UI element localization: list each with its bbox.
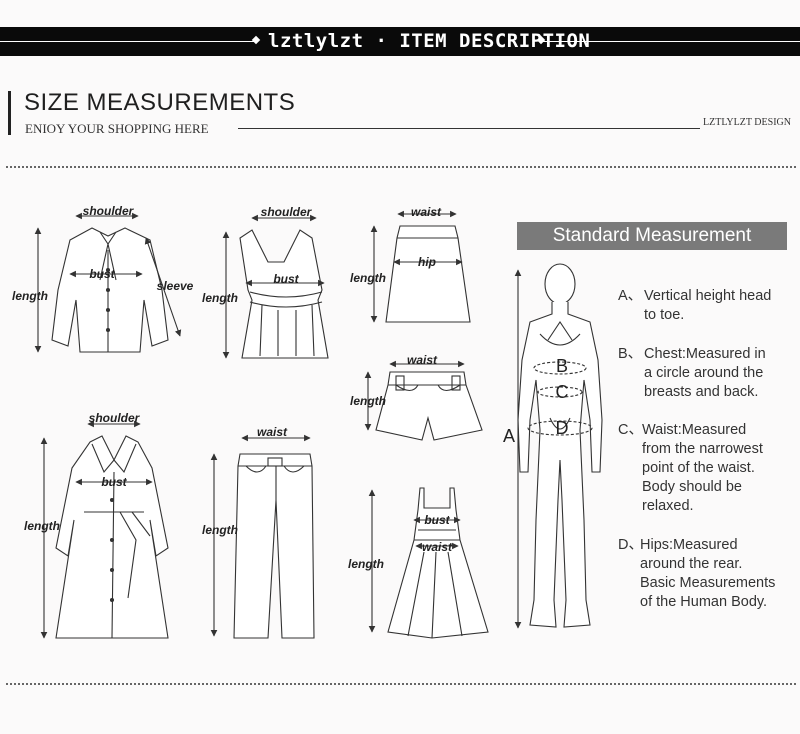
label-skirt-hip: hip	[418, 255, 436, 269]
tank-diagram	[222, 214, 329, 359]
label-blouse-sleeve: sleeve	[157, 279, 194, 293]
banner-left-rule	[0, 41, 258, 42]
banner-right-rule	[542, 41, 800, 42]
label-tank-length: length	[202, 291, 238, 305]
hip-girth-marker	[527, 420, 593, 436]
coat-diagram	[40, 420, 169, 639]
section-title: SIZE MEASUREMENTS	[24, 89, 296, 116]
label-coat-length: length	[24, 519, 60, 533]
desc-text-a: Vertical height head to toe.	[644, 288, 772, 323]
label-blouse-shoulder: shoulder	[83, 204, 135, 218]
label-pants-waist: waist	[257, 425, 288, 439]
label-tank-bust: bust	[273, 272, 299, 286]
desc-letter-d: D、	[618, 537, 643, 553]
label-coat-bust: bust	[101, 475, 127, 489]
desc-letter-c: C、	[618, 422, 643, 438]
dotted-divider-bottom	[6, 683, 796, 685]
label-dress-length: length	[348, 557, 384, 571]
section-divider	[238, 128, 700, 129]
blouse-diagram	[34, 212, 182, 353]
label-dress-bust: bust	[424, 513, 450, 527]
section-accent-bar	[8, 91, 11, 135]
label-shorts-length: length	[350, 394, 386, 408]
desc-text-d: Hips:Measured around the rear. Basic Mea…	[640, 537, 776, 610]
banner-title: lztlylzt · ITEM DESCRIPTION	[268, 30, 591, 52]
desc-text-c: Waist:Measured from the narrowest point …	[642, 422, 763, 514]
marker-a: A	[503, 426, 515, 446]
desc-letter-b: B、	[618, 346, 643, 362]
waist-girth-marker	[537, 386, 583, 398]
skirt-diagram	[370, 210, 471, 323]
label-skirt-length: length	[350, 271, 386, 285]
desc-letter-a: A、	[618, 288, 643, 304]
label-blouse-bust: bust	[89, 267, 115, 281]
marker-d: D	[556, 418, 569, 438]
shorts-diagram	[364, 360, 483, 441]
label-blouse-length: length	[12, 289, 48, 303]
label-shorts-waist: waist	[407, 353, 438, 367]
dress-diagram	[368, 487, 489, 639]
label-tank-shoulder: shoulder	[261, 205, 313, 219]
label-skirt-waist: waist	[411, 205, 442, 219]
human-body-figure	[514, 263, 603, 629]
dotted-divider-top	[6, 166, 796, 168]
marker-b: B	[556, 356, 568, 376]
label-pants-length: length	[202, 523, 238, 537]
label-dress-waist: waist	[422, 540, 453, 554]
desc-text-b: Chest:Measured in a circle around the br…	[644, 346, 766, 400]
chest-girth-marker	[533, 361, 587, 375]
label-coat-shoulder: shoulder	[89, 411, 141, 425]
section-subtitle: ENIOY YOUR SHOPPING HERE	[25, 121, 209, 136]
header-banner: lztlylzt · ITEM DESCRIPTION	[0, 27, 800, 56]
pants-diagram	[210, 434, 315, 639]
section-brand: LZTLYLZT DESIGN	[703, 117, 791, 128]
marker-c: C	[556, 382, 569, 402]
standard-measurement-title: Standard Measurement	[517, 222, 787, 250]
